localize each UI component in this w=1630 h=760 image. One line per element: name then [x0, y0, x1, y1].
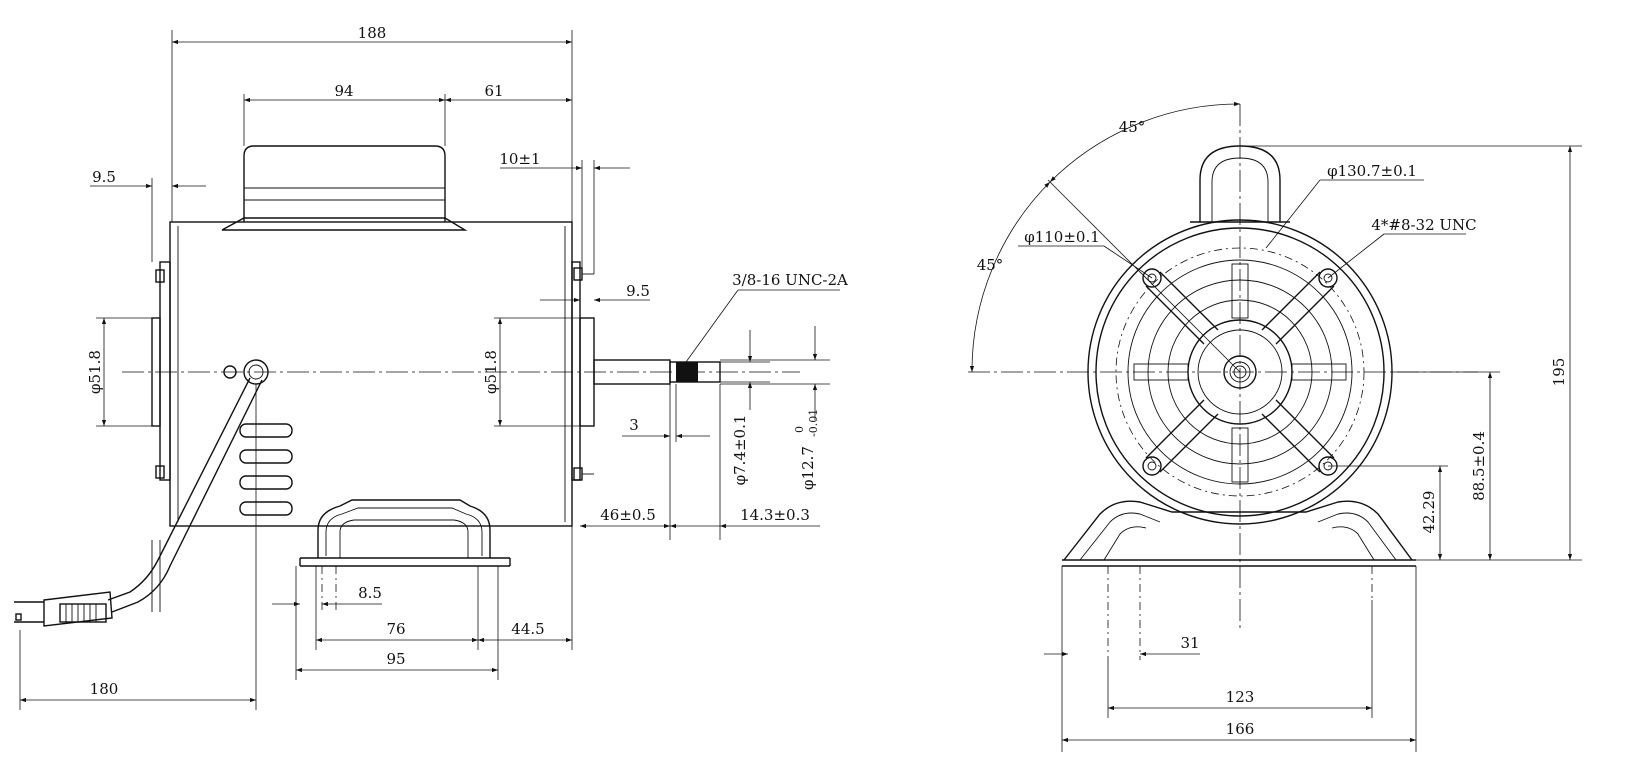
dim-base-width: 166 [1226, 720, 1255, 738]
dim-cord-length: 180 [90, 680, 119, 698]
power-plug [14, 591, 113, 627]
dim-overall-height: 195 [1550, 358, 1568, 387]
shaft-tol-upper: 0 [793, 426, 806, 433]
dim-bolt-protrusion: 10±1 [499, 150, 540, 168]
end-base [1062, 500, 1416, 660]
dim-rear-pilot: φ51.8 [86, 350, 104, 394]
dim-base-slot: 8.5 [358, 584, 382, 602]
dim-flat-length: 3 [629, 416, 639, 434]
dim-slot-width: 31 [1180, 634, 1199, 652]
motor-shaft [593, 359, 721, 385]
dim-base-hole-spacing: 76 [386, 620, 405, 638]
dim-base-to-hole: 42.29 [1420, 491, 1438, 534]
dim-shaft-dia: φ12.7 0 -0.01 [793, 409, 820, 490]
dim-box-length: 94 [334, 82, 353, 100]
angle-arc-left [969, 181, 1051, 373]
dim-base-length: 95 [386, 650, 405, 668]
dim-front-pilot: φ51.8 [482, 350, 500, 394]
ground-screw [223, 365, 237, 379]
dim-shaft-height: 88.5±0.4 [1470, 431, 1488, 501]
dim-front-offset: 9.5 [626, 282, 650, 300]
threaded-section [676, 362, 698, 382]
dim-flat-to-end: 14.3±0.3 [740, 506, 810, 524]
dim-rear-offset: 9.5 [92, 168, 116, 186]
vent-slots [239, 423, 293, 516]
end-view: 45° 45° φ130.7±0.1 φ110±0.1 4*#8-32 UNC … [968, 101, 1582, 752]
dim-base-to-end: 44.5 [511, 620, 544, 638]
rear-end-bell [151, 261, 171, 481]
dim-bolt-thread: 4*#8-32 UNC [1371, 216, 1476, 234]
motor-body [169, 221, 573, 527]
end-bell-spokes [1133, 263, 1347, 483]
dim-flat-dia: φ7.4±0.1 [731, 415, 749, 486]
front-end-bell [571, 261, 595, 481]
shaft-tol-lower: -0.01 [807, 409, 820, 437]
dim-overall-length: 188 [358, 24, 387, 42]
dim-shaft-extension: 46±0.5 [600, 506, 656, 524]
shaft-end [1223, 355, 1257, 389]
dim-angle-left: 45° [977, 256, 1004, 274]
dim-bolt-circle-inner: φ110±0.1 [1024, 228, 1100, 246]
bolt-circle [1115, 247, 1365, 497]
thread-callout: 3/8-16 UNC-2A [732, 271, 848, 289]
side-view: 188 94 61 9.5 10±1 9.5 3/8-16 UNC-2A φ51… [14, 24, 848, 710]
terminal-box [221, 145, 468, 231]
dim-hole-spacing: 123 [1226, 688, 1255, 706]
dim-angle-top: 45° [1119, 118, 1146, 136]
shaft-dia-text: φ12.7 [799, 446, 817, 490]
angle-arc-top [1049, 101, 1241, 183]
power-cord [107, 377, 251, 601]
dim-bolt-circle-outer: φ130.7±0.1 [1327, 162, 1417, 180]
motor-base [299, 499, 511, 610]
dim-box-to-end: 61 [484, 82, 503, 100]
